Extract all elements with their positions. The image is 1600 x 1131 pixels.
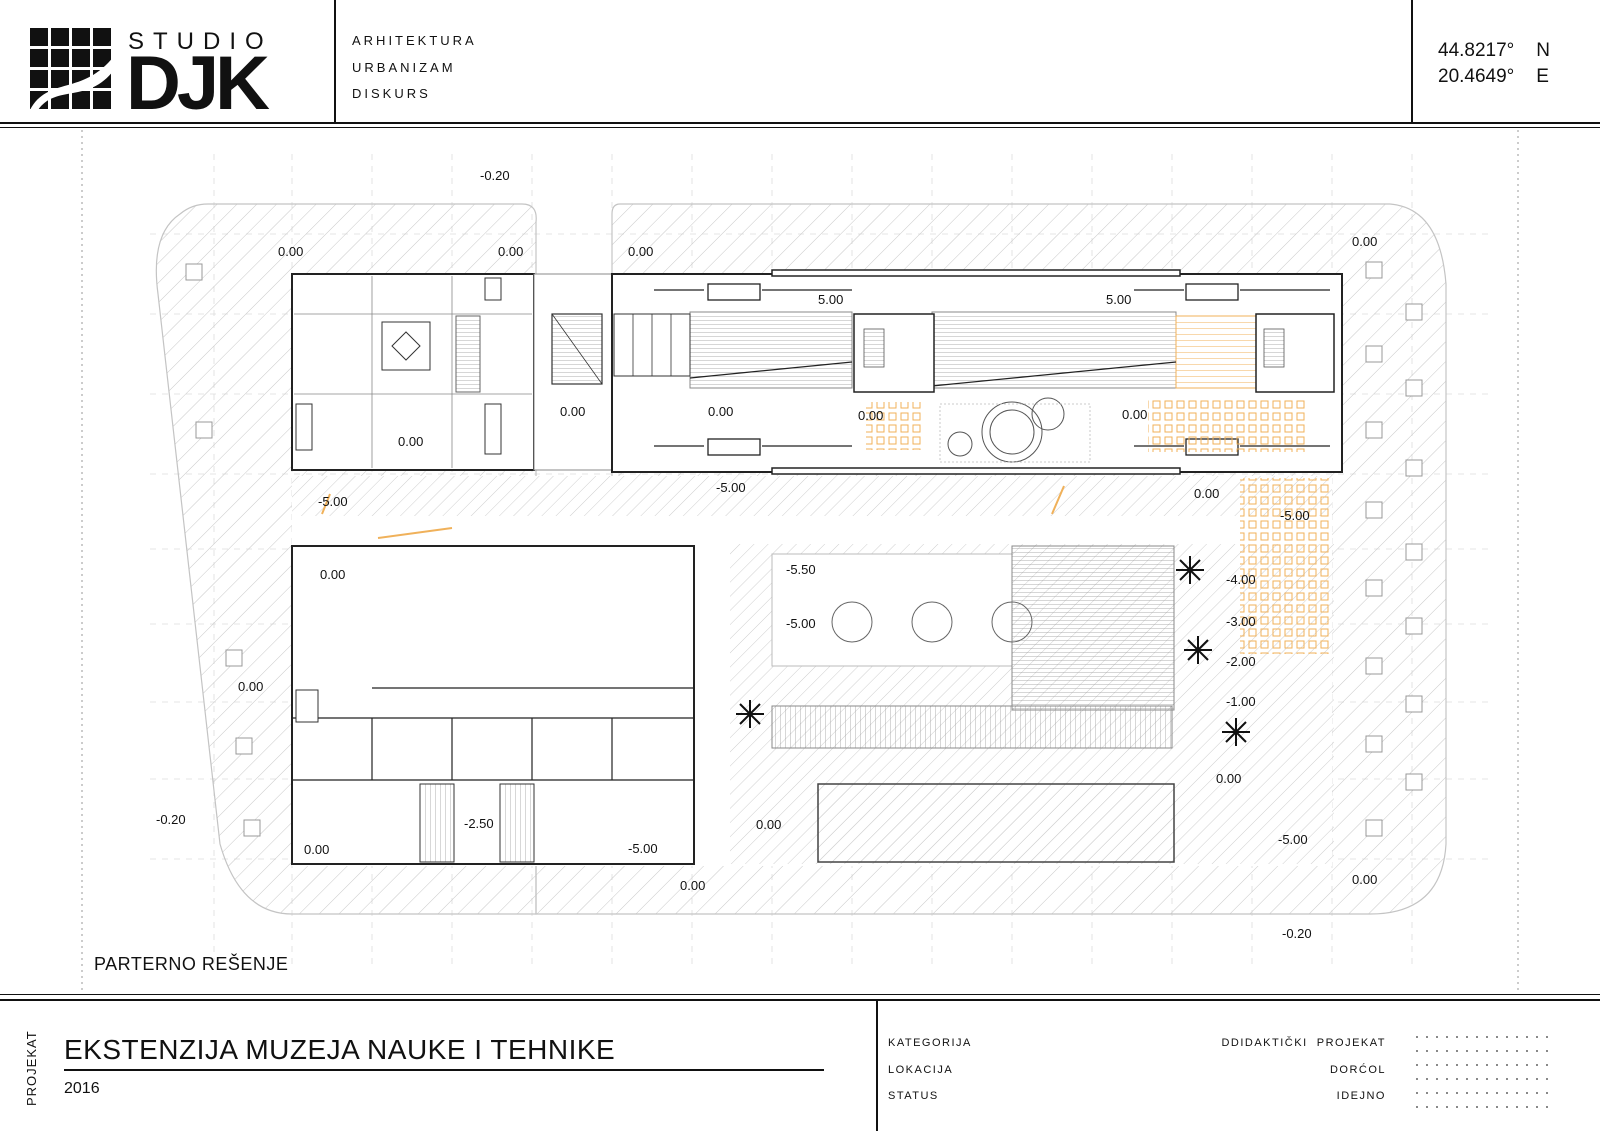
elevation-label: 0.00 [1194,486,1220,501]
coordinates: 44.8217° N 20.4649° E [1438,38,1550,90]
longitude-dir: E [1536,66,1549,87]
elevation-label: 0.00 [304,842,330,857]
elevation-label: -5.50 [786,562,816,577]
title-block-footer: PROJEKAT EKSTENZIJA MUZEJA NAUKE I TEHNI… [0,994,1600,1131]
discipline-item: DISKURS [352,86,431,101]
header-rule [0,122,1600,124]
meta-value-category: DDIDAKTIČKI PROJEKAT [1221,1037,1386,1049]
elevation-label: 0.00 [320,567,346,582]
elevation-label: 0.00 [398,434,424,449]
elevation-label: 0.00 [1216,771,1242,786]
studio-logo-icon [30,28,114,110]
meta-values: DDIDAKTIČKI PROJEKAT DORĆOL IDEJNO [1221,1030,1386,1110]
elevation-label: -5.00 [1278,832,1308,847]
elevation-label: 0.00 [238,679,264,694]
latitude-value: 44.8217° [1438,40,1515,61]
meta-labels: KATEGORIJA LOKACIJA STATUS [888,1030,972,1110]
discipline-item: ARHITEKTURA [352,33,477,48]
plan-title: PARTERNO REŠENJE [94,954,289,974]
elevation-label: -2.00 [1226,654,1256,669]
elevation-label: -5.00 [786,616,816,631]
meta-label-status: STATUS [888,1090,939,1102]
meta-value-status: IDEJNO [1336,1090,1386,1102]
elevation-label: -5.00 [716,480,746,495]
logo-studio-text: STUDIO [128,28,273,55]
elevation-label: 0.00 [278,244,304,259]
elevation-label: -0.20 [156,812,186,827]
meta-value-location: DORĆOL [1329,1063,1386,1076]
project-year: 2016 [64,1080,100,1097]
elevation-label: -3.00 [1226,614,1256,629]
longitude-value: 20.4649° [1438,66,1515,87]
elevation-label: 0.00 [708,404,734,419]
elevation-label: -4.00 [1226,572,1256,587]
project-section-label: PROJEKAT [24,1030,39,1106]
footer-divider [876,1001,878,1131]
elevation-label: -5.00 [318,494,348,509]
elevation-label: 0.00 [1352,872,1378,887]
elevation-label: -1.00 [1226,694,1256,709]
elevation-label: -5.00 [628,841,658,856]
elevation-label: -2.50 [464,816,494,831]
meta-label-location: LOKACIJA [888,1063,954,1076]
elevation-label: 0.00 [858,408,884,423]
project-title: EKSTENZIJA MUZEJA NAUKE I TEHNIKE [64,1034,616,1065]
elevation-label: 0.00 [756,817,782,832]
elevation-label: 0.00 [1352,234,1378,249]
dot-grid-decoration [1412,1030,1548,1110]
meta-label-category: KATEGORIJA [888,1037,972,1049]
logo-djk-text: DJK [126,41,270,126]
footer-rule [0,994,1600,995]
site-plan-drawing [81,130,1519,992]
elevation-label: 0.00 [680,878,706,893]
project-title-underline [64,1069,824,1071]
elevation-label: 5.00 [1106,292,1132,307]
header-divider [334,0,336,124]
elevation-label: -0.20 [480,168,510,183]
header-rule [0,127,1600,128]
elevation-label: -0.20 [1282,926,1312,941]
elevation-label: 0.00 [560,404,586,419]
disciplines-list: ARHITEKTURA URBANIZAM DISKURS [352,28,477,108]
elevation-label: 0.00 [1122,407,1148,422]
discipline-item: URBANIZAM [352,59,456,75]
latitude-dir: N [1536,40,1551,61]
site-plan: -0.20 0.00 0.00 0.00 0.00 5.00 5.00 0.00… [0,124,1600,994]
footer-rule [0,999,1600,1001]
elevation-label: -5.00 [1280,508,1310,523]
title-block-header: STUDIO DJK ARHITEKTURA URBANIZAM DISKURS… [0,0,1600,128]
elevation-label: 0.00 [498,244,524,259]
elevation-label: 5.00 [818,292,844,307]
elevation-label: 0.00 [628,244,654,259]
header-divider [1411,0,1413,124]
